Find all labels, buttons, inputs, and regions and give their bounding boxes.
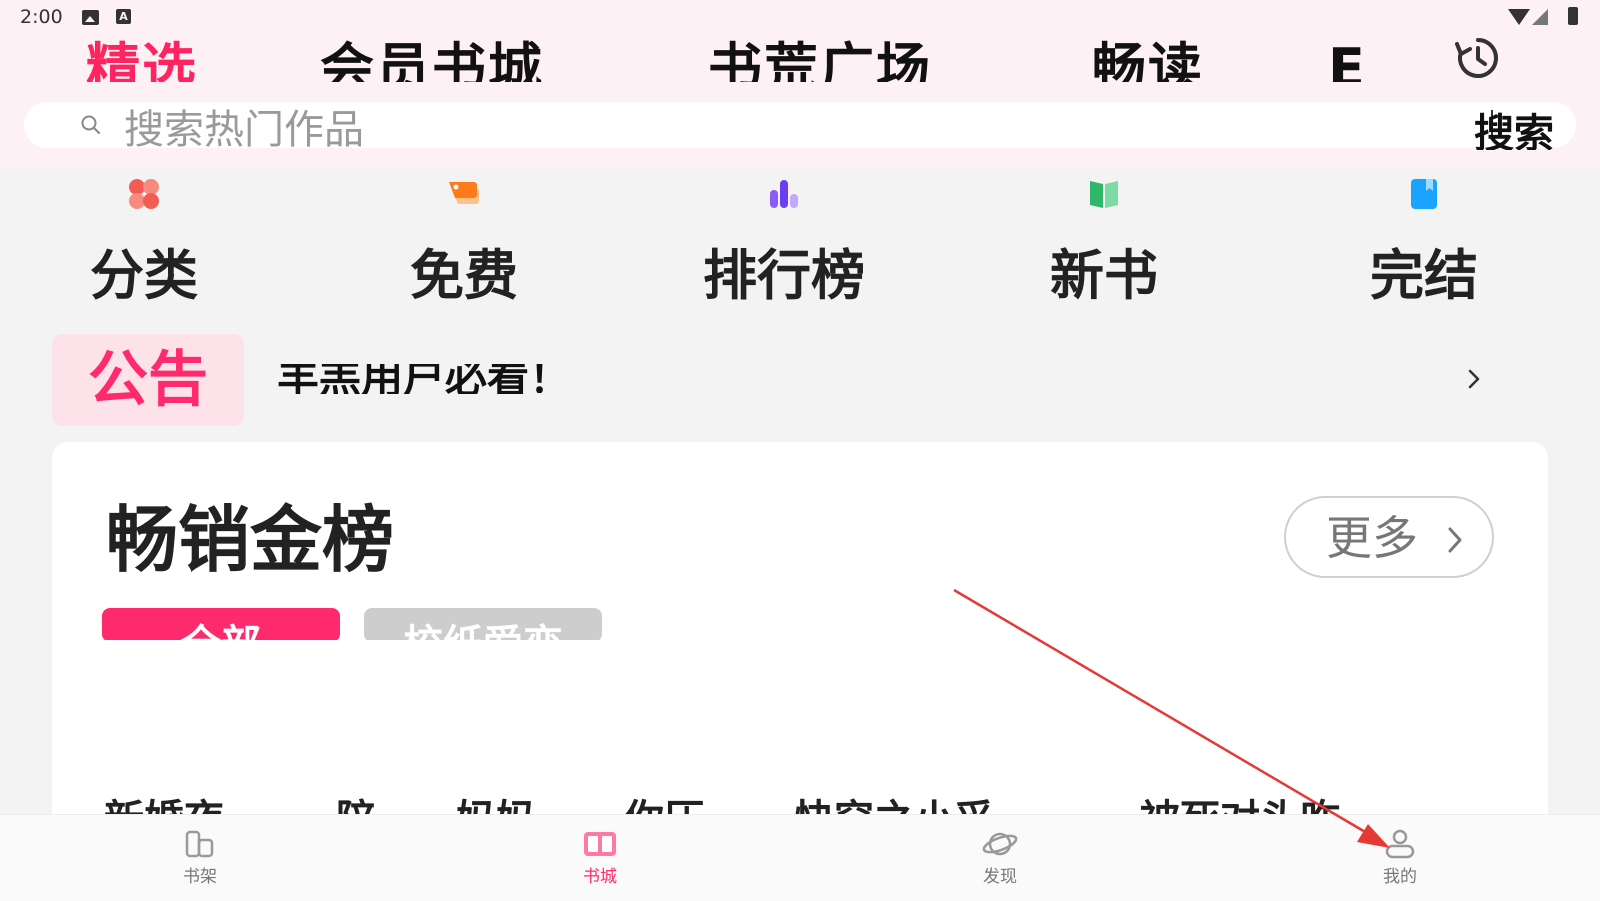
chevron-right-icon: [1468, 369, 1480, 389]
planet-icon: [982, 832, 1018, 856]
chip-all[interactable]: 全部: [102, 608, 340, 640]
chip-campus-romance[interactable]: 校纸爱恋: [364, 608, 602, 640]
category-classify[interactable]: 分类: [44, 170, 244, 320]
status-time: 2:00: [20, 6, 63, 28]
search-divider: [1491, 110, 1493, 140]
category-label: 免费: [410, 244, 518, 307]
tab-more[interactable]: E: [1328, 37, 1367, 83]
category-label: 排行榜: [703, 244, 865, 307]
list-item[interactable]: 陪: [336, 790, 376, 814]
header: 2:00 A 精选 会员书城 书荒广场 畅读 E 搜索: [0, 0, 1600, 168]
nav-profile[interactable]: 我的: [1320, 815, 1480, 901]
category-new-books[interactable]: 新书: [1004, 170, 1204, 320]
book-list: 新婚夜 陪 妈妈 你压 快穿之小妥 被死对头咋: [52, 790, 1548, 814]
category-free[interactable]: 免费: [364, 170, 564, 320]
tag-icon: [449, 182, 479, 204]
list-item[interactable]: 你压: [624, 790, 704, 814]
filter-chips: 全部 校纸爱恋: [102, 608, 702, 640]
category-row: 分类 免费 排行榜 新书 完结: [0, 170, 1600, 320]
list-item[interactable]: 快穿之小妥: [794, 790, 994, 814]
bottom-navigation: 书架 书城 发现 我的: [0, 814, 1600, 901]
announcement-text: 羊羔用户必看！: [277, 364, 572, 394]
image-notification-icon: [82, 10, 99, 25]
user-icon: [1385, 829, 1415, 859]
status-bar: 2:00 A: [0, 0, 1600, 36]
tab-member-bookstore[interactable]: 会员书城: [320, 37, 544, 83]
list-item[interactable]: 新婚夜: [104, 790, 224, 814]
clover-icon: [129, 179, 159, 209]
open-book-icon: [1090, 181, 1118, 208]
search-bar: [24, 102, 1576, 148]
nav-book-city[interactable]: 书城: [520, 815, 680, 901]
category-ranking[interactable]: 排行榜: [684, 170, 884, 320]
category-label: 完结: [1370, 244, 1478, 307]
category-completed[interactable]: 完结: [1324, 170, 1524, 320]
tab-book-square[interactable]: 书荒广场: [708, 37, 932, 83]
search-button[interactable]: 搜索: [1474, 111, 1554, 150]
more-label: 更多: [1326, 511, 1418, 565]
bar-chart-icon: [770, 180, 798, 208]
category-label: 分类: [90, 244, 198, 307]
bookmark-book-icon: [1411, 179, 1437, 209]
nav-discover[interactable]: 发现: [920, 815, 1080, 901]
tab-featured[interactable]: 精选: [86, 37, 198, 83]
a-notification-icon: A: [116, 9, 131, 24]
tab-unlimited-read[interactable]: 畅读: [1092, 37, 1204, 83]
search-icon: [81, 115, 100, 134]
history-icon[interactable]: [1454, 34, 1502, 82]
wifi-icon: [1508, 9, 1530, 25]
chevron-right-icon: [1448, 527, 1462, 553]
section-title: 畅销金榜: [106, 498, 395, 582]
battery-icon: [1568, 7, 1578, 25]
announcement-bar[interactable]: 公告 羊羔用户必看！: [52, 334, 1518, 426]
list-item[interactable]: 被死对头咋: [1140, 790, 1340, 814]
announcement-tag: 公告: [52, 334, 244, 426]
top-tabs: 精选 会员书城 书荒广场 畅读 E: [0, 30, 1600, 83]
list-item[interactable]: 妈妈: [456, 790, 536, 814]
announcement-text-wrap: 羊羔用户必看！: [277, 364, 1177, 394]
search-input[interactable]: [124, 104, 1454, 148]
nav-label: 我的: [1383, 867, 1417, 887]
category-label: 新书: [1050, 244, 1158, 307]
bookshelf-icon: [185, 830, 214, 858]
nav-label: 书城: [583, 867, 617, 887]
nav-label: 书架: [183, 867, 217, 887]
nav-label: 发现: [983, 867, 1017, 887]
book-city-icon: [584, 832, 616, 856]
nav-bookshelf[interactable]: 书架: [120, 815, 280, 901]
more-button[interactable]: 更多: [1284, 496, 1494, 578]
signal-icon: [1532, 9, 1548, 25]
